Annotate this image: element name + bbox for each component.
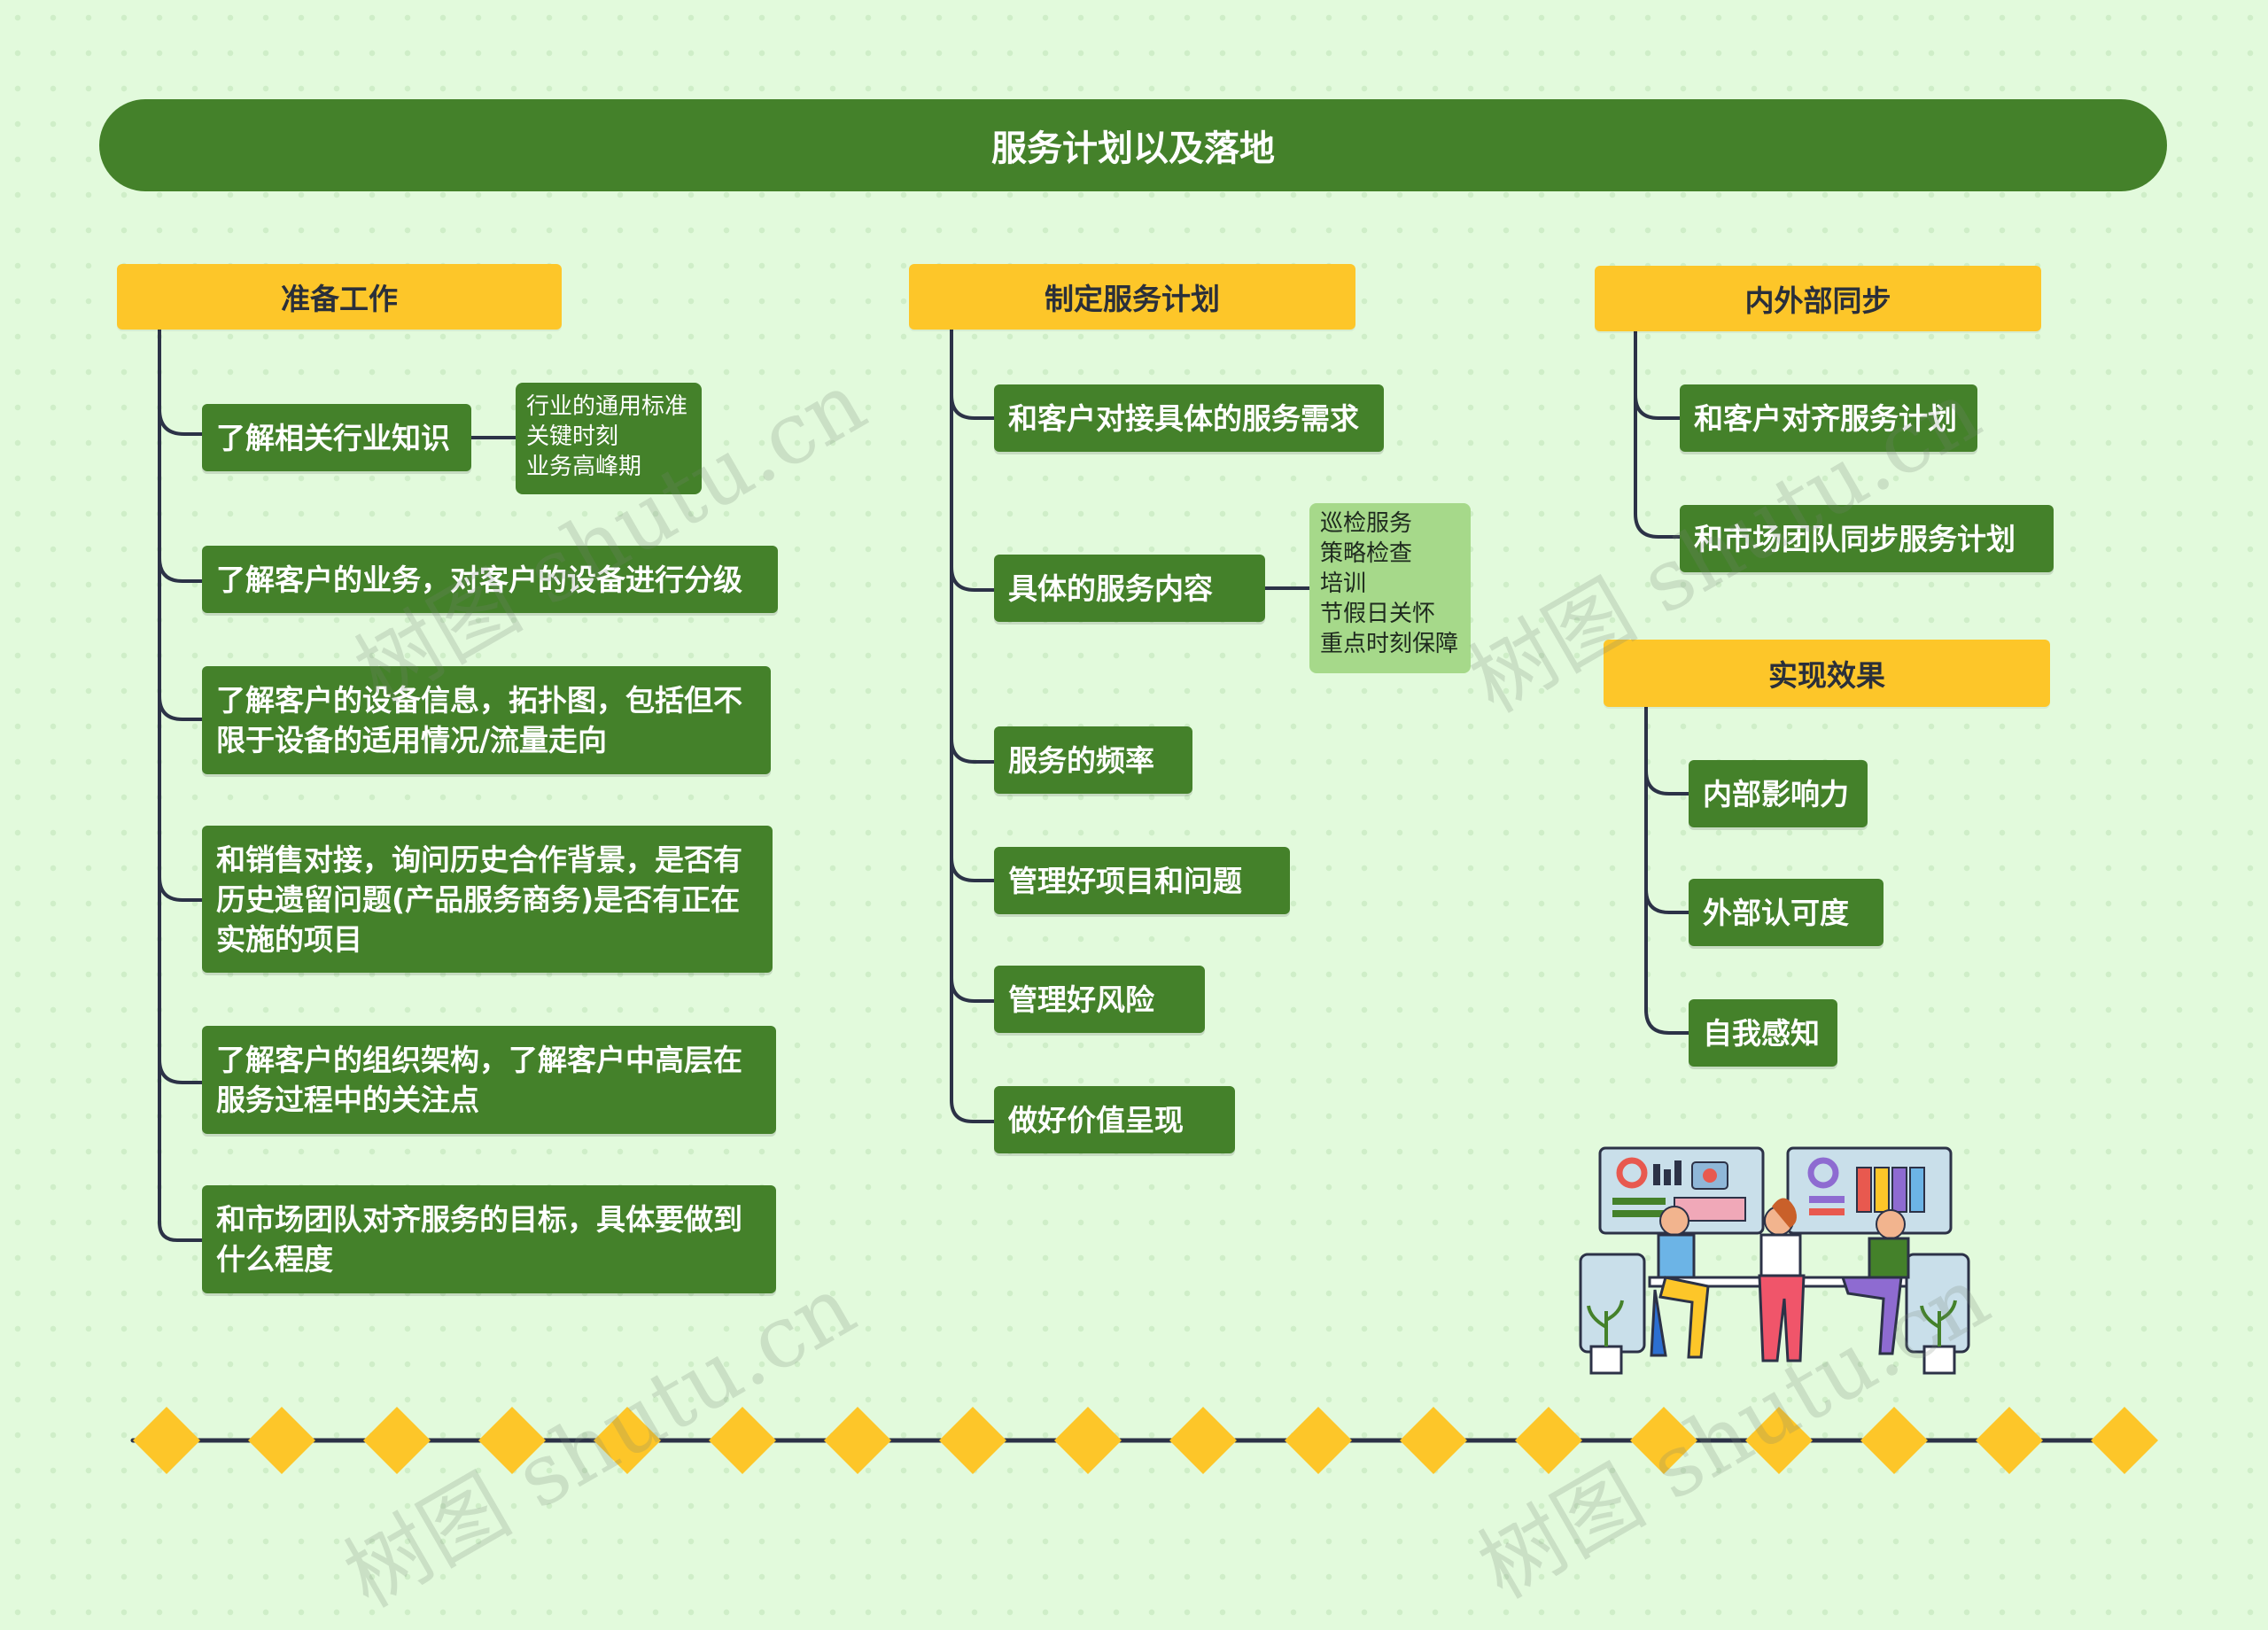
node-label: 内部影响力 <box>1703 776 1849 811</box>
team-meeting-illustration <box>1579 1146 1970 1375</box>
node-manage-projects[interactable]: 管理好项目和问题 <box>994 847 1290 914</box>
node-self-perception[interactable]: 自我感知 <box>1689 999 1837 1067</box>
node-label: 和市场团队同步服务计划 <box>1694 521 2016 556</box>
node-device-info[interactable]: 了解客户的设备信息，拓扑图，包括但不 限于设备的适用情况/流量走向 <box>202 666 771 774</box>
node-label: 具体的服务内容 <box>1008 570 1213 606</box>
header-sync[interactable]: 内外部同步 <box>1595 266 2041 331</box>
header-effect[interactable]: 实现效果 <box>1604 640 2050 707</box>
node-sync-market[interactable]: 和市场团队同步服务计划 <box>1680 505 2054 572</box>
node-label: 了解相关行业知识 <box>216 420 450 455</box>
node-label: 管理好风险 <box>1008 982 1154 1017</box>
node-service-frequency[interactable]: 服务的频率 <box>994 726 1192 794</box>
node-label: 和市场团队对齐服务的目标，具体要做到 什么程度 <box>216 1202 742 1277</box>
node-market-goals[interactable]: 和市场团队对齐服务的目标，具体要做到 什么程度 <box>202 1185 776 1293</box>
header-plan[interactable]: 制定服务计划 <box>909 264 1355 330</box>
node-label: 自我感知 <box>1703 1015 1820 1051</box>
node-service-needs[interactable]: 和客户对接具体的服务需求 <box>994 384 1384 452</box>
node-service-content[interactable]: 具体的服务内容 <box>994 555 1265 622</box>
node-customer-business[interactable]: 了解客户的业务，对客户的设备进行分级 <box>202 546 778 613</box>
node-external-recognition[interactable]: 外部认可度 <box>1689 879 1884 946</box>
node-label: 服务的频率 <box>1008 742 1154 778</box>
node-manage-risk[interactable]: 管理好风险 <box>994 966 1205 1033</box>
note-service-content: 巡检服务 策略检查 培训 节假日关怀 重点时刻保障 <box>1309 503 1471 673</box>
node-value-presentation[interactable]: 做好价值呈现 <box>994 1086 1235 1153</box>
node-label: 外部认可度 <box>1703 895 1849 930</box>
node-industry-knowledge[interactable]: 了解相关行业知识 <box>202 404 471 471</box>
map-title: 服务计划以及落地 <box>99 99 2167 191</box>
node-label: 了解客户的组织架构，了解客户中高层在 服务过程中的关注点 <box>216 1043 742 1117</box>
node-label: 管理好项目和问题 <box>1008 863 1242 898</box>
node-label: 和客户对接具体的服务需求 <box>1008 400 1359 436</box>
node-label: 了解客户的业务，对客户的设备进行分级 <box>216 562 742 597</box>
node-align-customer[interactable]: 和客户对齐服务计划 <box>1680 384 1977 452</box>
node-label: 了解客户的设备信息，拓扑图，包括但不 限于设备的适用情况/流量走向 <box>216 683 742 757</box>
node-sales-history[interactable]: 和销售对接，询问历史合作背景，是否有 历史遗留问题(产品服务商务)是否有正在 实… <box>202 826 773 973</box>
note-industry: 行业的通用标准 关键时刻 业务高峰期 <box>516 383 702 494</box>
node-label: 和客户对齐服务计划 <box>1694 400 1957 436</box>
node-label: 做好价值呈现 <box>1008 1102 1184 1137</box>
node-internal-influence[interactable]: 内部影响力 <box>1689 760 1868 827</box>
diamond-decoration <box>133 1407 2158 1474</box>
node-label: 和销售对接，询问历史合作背景，是否有 历史遗留问题(产品服务商务)是否有正在 实… <box>216 842 742 957</box>
node-org-structure[interactable]: 了解客户的组织架构，了解客户中高层在 服务过程中的关注点 <box>202 1026 776 1134</box>
header-prepare[interactable]: 准备工作 <box>117 264 562 330</box>
